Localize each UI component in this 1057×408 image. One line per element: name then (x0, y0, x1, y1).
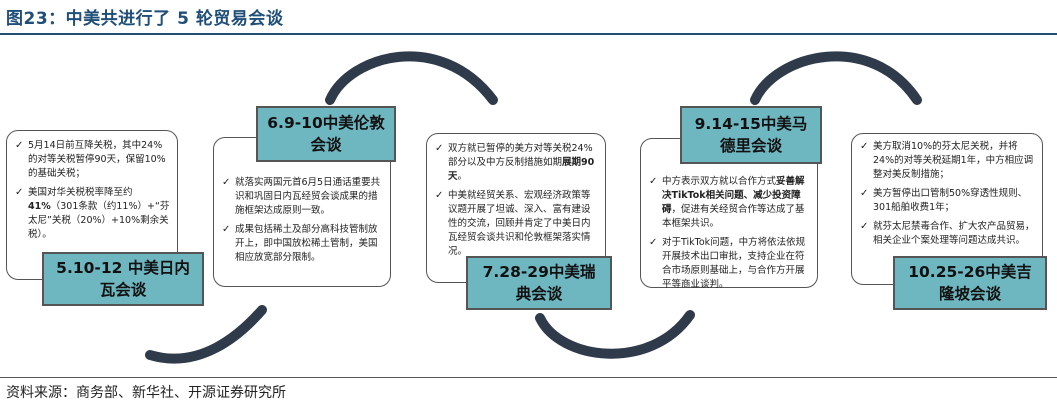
arrow-round3-to-round4 (535, 310, 695, 359)
source-divider (0, 377, 1057, 378)
round3-bullet: 中美就经贸关系、宏观经济政策等议题开展了坦诚、深入、富有建设性的交流，回顾并肯定… (435, 189, 599, 259)
round4-title: 9.14-15中美马德里会谈 (680, 106, 822, 164)
emphasis-text: 41% (28, 201, 51, 212)
figure-title: 图23：中美共进行了 5 轮贸易会谈 (6, 9, 284, 29)
round4-bullet: 中方表示双方就以合作方式妥善解决TikTok相关问题、减少投资障碍，促进有关经贸… (649, 175, 811, 231)
round2-bullet: 成果包括稀土及部分高科技管制放开上，即中国放松稀土管制，美国相应放宽部分限制。 (222, 223, 384, 265)
round3-bullets: 双方就已暂停的美方对等关税24%部分以及中方反制措施如期展期90天。 中美就经贸… (435, 142, 599, 259)
round5-bullets: 美方取消10%的芬太尼关税，并将24%的对等关税延期1年，中方相应调整对美反制措… (860, 140, 1036, 248)
round2-bullets: 就落实两国元首6月5日通话重要共识和巩固日内瓦经贸会谈成果的措施框架达成原则一致… (222, 176, 384, 265)
source-note: 资料来源：商务部、新华社、开源证券研究所 (6, 385, 286, 401)
round1-bullets: 5月14日前互降关税，其中24%的对等关税暂停90天，保留10%的基础关税； 美… (15, 139, 171, 242)
round1-bullet: 美国对华关税税率降至约41%（301条款（约11%）+“芬太尼”关税（20%）+… (15, 186, 171, 242)
round2-title: 6.9-10中美伦敦会谈 (256, 106, 396, 162)
round5-bullet: 美方暂停出口管制50%穿透性规则、301船舶收费1年； (860, 187, 1036, 215)
round5-bullet: 美方取消10%的芬太尼关税，并将24%的对等关税延期1年，中方相应调整对美反制措… (860, 140, 1036, 182)
round3-bullet: 双方就已暂停的美方对等关税24%部分以及中方反制措施如期展期90天。 (435, 142, 599, 184)
round5-title: 10.25-26中美吉隆坡会谈 (893, 256, 1047, 310)
round2-bullet: 就落实两国元首6月5日通话重要共识和巩固日内瓦经贸会谈成果的措施框架达成原则一致… (222, 176, 384, 218)
round1-bullet: 5月14日前互降关税，其中24%的对等关税暂停90天，保留10%的基础关税； (15, 139, 171, 181)
round4-bullet: 对于TikTok问题，中方将依法依规开展技术出口审批，支持企业在符合市场原则基础… (649, 236, 811, 292)
arrow-round1-to-round2 (145, 305, 267, 364)
round3-title: 7.28-29中美瑞典会谈 (466, 256, 612, 310)
round5-bullet: 就芬太尼禁毒合作、扩大农产品贸易，相关企业个案处理等问题达成共识。 (860, 220, 1036, 248)
emphasis-text: 展期90天 (448, 157, 595, 182)
title-divider (0, 33, 1057, 35)
round4-bullets: 中方表示双方就以合作方式妥善解决TikTok相关问题、减少投资障碍，促进有关经贸… (649, 175, 811, 292)
round1-title: 5.10-12 中美日内瓦会谈 (42, 252, 204, 306)
arrow-round4-to-round5 (750, 51, 922, 105)
arrow-round2-to-round3 (325, 51, 498, 105)
round2-details-box: 就落实两国元首6月5日通话重要共识和巩固日内瓦经贸会谈成果的措施框架达成原则一致… (213, 137, 391, 287)
emphasis-text: 妥善解决TikTok相关问题、减少投资障碍 (662, 176, 805, 215)
